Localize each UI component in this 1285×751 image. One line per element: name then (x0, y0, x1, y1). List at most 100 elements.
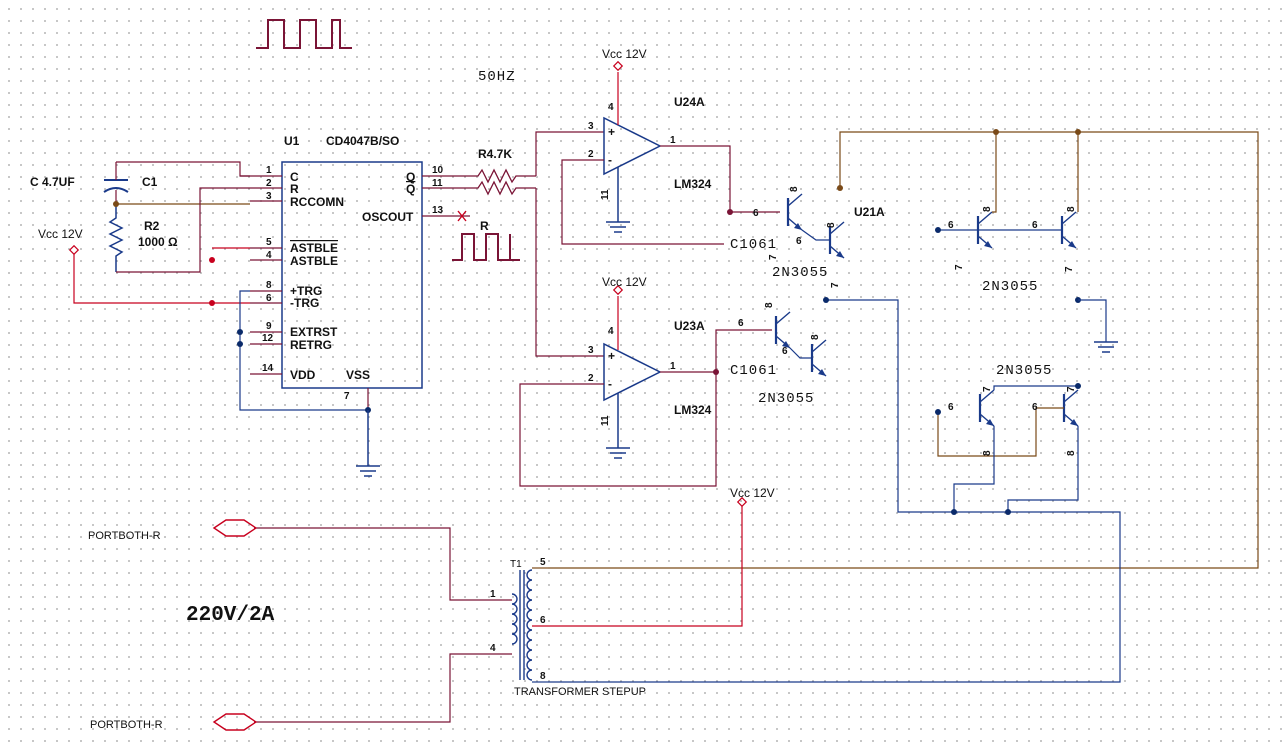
svg-text:C: C (290, 170, 299, 184)
wire-collector-bus (548, 131, 1259, 569)
svg-text:8: 8 (1066, 206, 1077, 212)
wire-c1-top (116, 161, 250, 177)
vcc-left-label: Vcc 12V (38, 227, 83, 241)
power-rating-label: 220V/2A (186, 604, 275, 627)
wire-primary-bottom (254, 653, 512, 723)
wire-ground-power (1078, 299, 1107, 342)
svg-text:RETRG: RETRG (290, 338, 332, 352)
svg-text:2: 2 (588, 149, 594, 160)
svg-text:11: 11 (432, 178, 443, 189)
svg-text:7: 7 (1066, 386, 1077, 392)
junction-dot (993, 129, 999, 135)
svg-text:6: 6 (1032, 402, 1038, 413)
wire-collector-tl (992, 132, 997, 213)
vcc-terminal (612, 284, 624, 296)
2n3055-label-1: 2N3055 (772, 265, 828, 281)
svg-text:10: 10 (432, 165, 444, 176)
2n3055-label-4: 2N3055 (758, 391, 814, 407)
svg-text:8: 8 (789, 186, 800, 192)
svg-text:3: 3 (588, 121, 594, 132)
transformer-pin-numbers: 1 4 5 6 8 (490, 557, 546, 682)
svg-text:11: 11 (600, 415, 611, 426)
svg-text:6: 6 (266, 293, 272, 304)
svg-text:6: 6 (738, 318, 744, 329)
transformer-name: TRANSFORMER STEPUP (514, 686, 646, 698)
wire-blue-br (1007, 426, 1079, 512)
svg-text:1: 1 (490, 589, 496, 600)
square-wave-icon (452, 233, 520, 261)
transistor-2n3055-tr (1060, 210, 1078, 250)
svg-text:5: 5 (266, 237, 272, 248)
svg-text:8: 8 (982, 450, 993, 456)
transistor-c1061-bot (774, 310, 792, 350)
2n3055-label-2: 2N3055 (982, 279, 1038, 295)
junction-dot (1075, 383, 1081, 389)
svg-text:+TRG: +TRG (290, 284, 322, 298)
svg-text:8: 8 (266, 280, 272, 291)
junction-dot (837, 185, 843, 191)
svg-text:8: 8 (764, 302, 775, 308)
svg-text:4: 4 (608, 326, 614, 337)
port-bottom-label: PORTBOTH-R (90, 719, 163, 731)
wire-bottom-pair-base (937, 407, 1064, 457)
freq-label: 50HZ (478, 69, 516, 85)
ic-left-pin-names: C R RCCOMN ASTBLE ASTBLE +TRG -TRG EXTRS… (290, 170, 344, 382)
r-out-label: R (480, 219, 489, 233)
junction-dot (209, 300, 215, 306)
transformer-t1 (511, 569, 533, 681)
svg-text:Q: Q (406, 182, 415, 196)
junction-dot (237, 329, 243, 335)
svg-text:VDD: VDD (290, 368, 316, 382)
svg-text:11: 11 (600, 189, 611, 200)
c1061-top-label: C1061 (730, 237, 777, 253)
svg-text:4: 4 (490, 643, 496, 654)
wire-primary-top (254, 527, 512, 601)
transformer-ref: T1 (510, 559, 522, 570)
svg-text:EXTRST: EXTRST (290, 325, 338, 339)
svg-text:6: 6 (948, 402, 954, 413)
wire-bot-darlington (789, 347, 812, 359)
svg-text:1: 1 (670, 361, 676, 372)
no-connect-marker (457, 210, 467, 222)
u23-part: LM324 (674, 403, 712, 417)
svg-text:5: 5 (540, 557, 546, 568)
opamp-u24a (603, 116, 662, 176)
svg-text:ASTBLE: ASTBLE (290, 241, 338, 255)
wire-u23-out (660, 329, 772, 373)
u24-ref: U24A (674, 95, 705, 109)
wire-bottom-pair-emit (993, 385, 1078, 390)
wire-ground-ic (239, 290, 368, 411)
ic-left-pin-stubs (240, 175, 282, 375)
wire-blue-bl (953, 426, 995, 512)
svg-text:6: 6 (782, 346, 788, 357)
junction-dot (1005, 509, 1011, 515)
svg-text:+: + (608, 125, 615, 139)
vcc-t1-label: Vcc 12V (730, 486, 775, 500)
u23-ref: U23A (674, 319, 705, 333)
svg-text:8: 8 (540, 671, 546, 682)
resistor-r47k-b (470, 180, 536, 196)
transistor-2n3055-br (1062, 388, 1080, 428)
svg-text:1: 1 (266, 165, 272, 176)
svg-text:13: 13 (432, 205, 444, 216)
svg-text:+: + (608, 349, 615, 363)
svg-text:7: 7 (768, 254, 779, 260)
u21-label: U21A (854, 205, 885, 219)
svg-text:6: 6 (753, 208, 759, 219)
junction-dot (1075, 129, 1081, 135)
svg-text:RCCOMN: RCCOMN (290, 195, 344, 209)
svg-text:2: 2 (266, 178, 272, 189)
ic-cd4047 (281, 161, 423, 389)
resistor-r47k-a (470, 168, 536, 184)
r2-ref-label: R2 (144, 219, 160, 233)
junction-dot (951, 509, 957, 515)
port-top-icon (212, 519, 258, 537)
svg-text:7: 7 (982, 386, 993, 392)
junction-dot (727, 209, 733, 215)
svg-text:OSCOUT: OSCOUT (362, 210, 414, 224)
ic-part: CD4047B/SO (326, 134, 399, 148)
wire-to-u23-plus (535, 188, 604, 357)
svg-text:1: 1 (670, 135, 676, 146)
svg-text:6: 6 (796, 236, 802, 247)
